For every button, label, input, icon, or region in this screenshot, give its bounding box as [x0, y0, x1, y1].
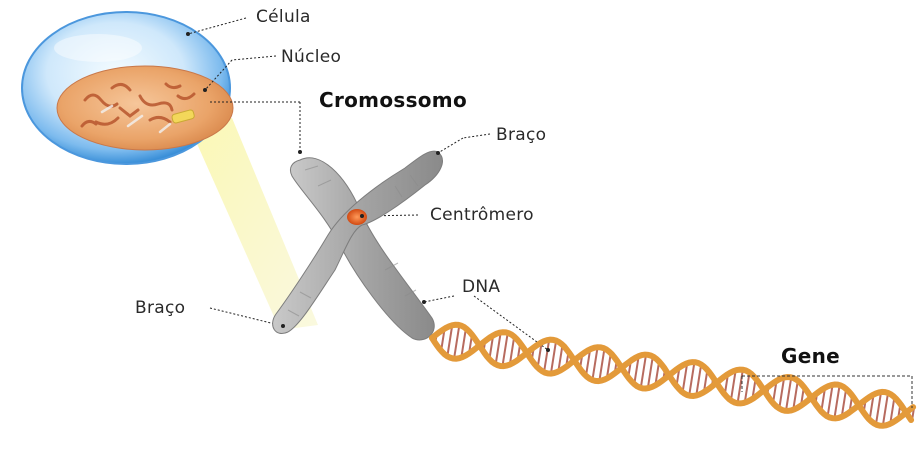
dna-base-pair [544, 340, 549, 372]
dna-base-pair [876, 392, 881, 424]
dna-base-pair [834, 385, 839, 418]
dna-base-pair [883, 393, 888, 426]
dna-base-pair [454, 325, 459, 359]
nucleus-label: Núcleo [281, 47, 341, 67]
centromere-label: Centrômero [430, 205, 534, 225]
dna-base-pair [551, 341, 556, 374]
chromosome-label: Cromossomo [319, 88, 467, 112]
gene-label: Gene [781, 344, 840, 368]
dna-base-pair [599, 349, 604, 381]
dna-strand-2 [432, 325, 913, 426]
dna-base-pair [592, 347, 597, 380]
dna-base-pair [502, 333, 507, 366]
dna-base-pair [648, 356, 653, 388]
dna-label: DNA [462, 277, 500, 297]
dna-base-pair [496, 333, 501, 365]
nucleus [57, 66, 233, 150]
dna-base-pair [786, 377, 791, 411]
dna-base-pair [828, 385, 833, 417]
centromere [347, 209, 367, 225]
arm-top-label: Braço [496, 125, 546, 145]
arm-left-label: Braço [135, 298, 185, 318]
chromosome [273, 151, 443, 340]
dna-base-pair [689, 362, 694, 396]
cell-label: Célula [256, 7, 311, 27]
dna-helix [432, 325, 914, 426]
dna-base-pair [641, 355, 646, 388]
